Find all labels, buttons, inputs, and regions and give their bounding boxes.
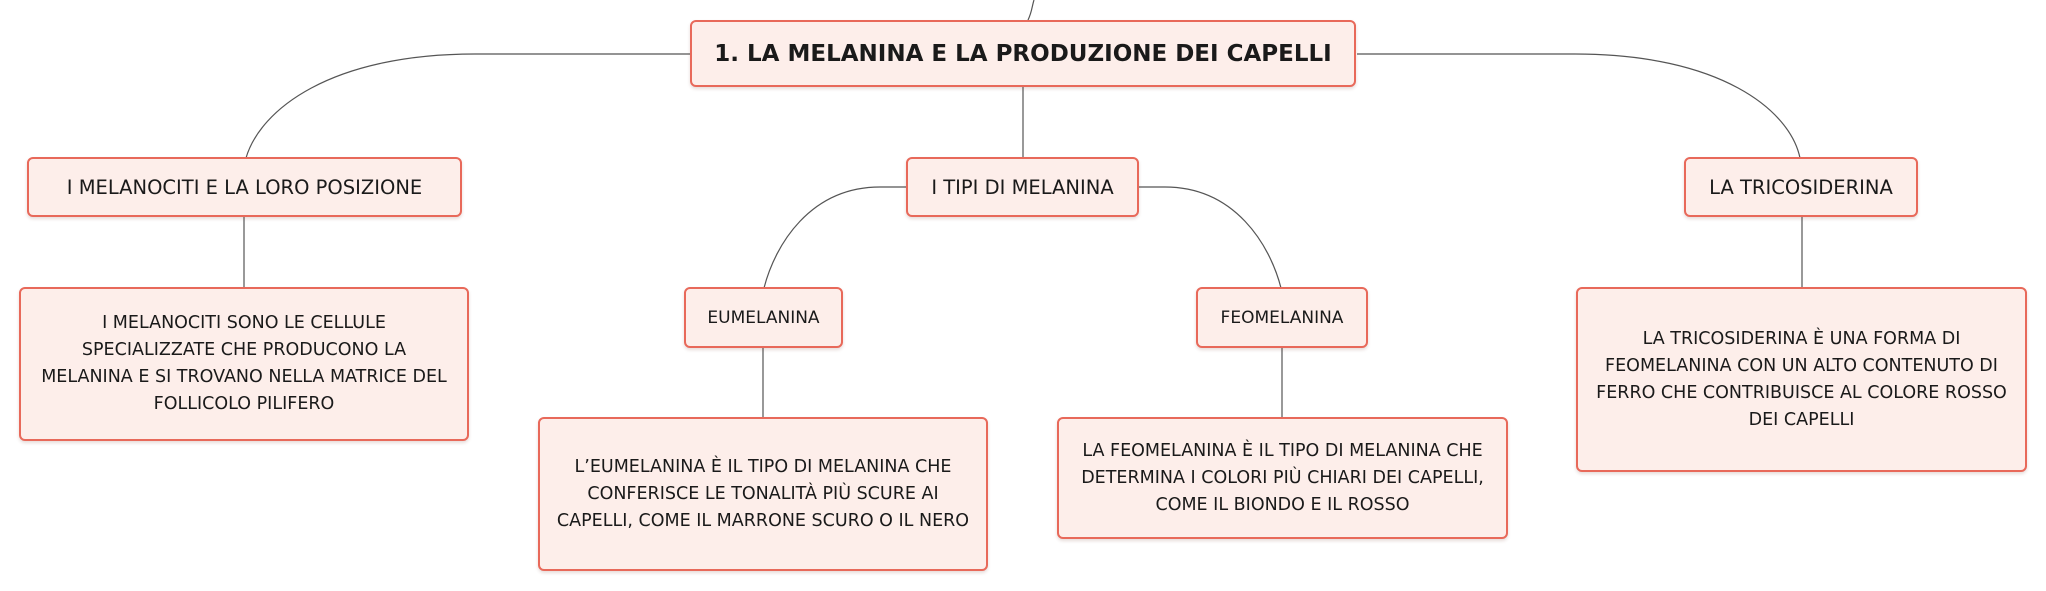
tricosiderina-description[interactable]: LA TRICOSIDERINA È UNA FORMA DI FEOMELAN… xyxy=(1576,287,2027,472)
topic-eumelanina[interactable]: EUMELANINA xyxy=(684,287,843,348)
connector-root-parent xyxy=(1027,0,1035,21)
tricosiderina-description-text: LA TRICOSIDERINA È UNA FORMA DI FEOMELAN… xyxy=(1596,328,2007,430)
topic-tricosiderina-label: LA TRICOSIDERINA xyxy=(1709,175,1893,199)
eumelanina-description-text: L’EUMELANINA È IL TIPO DI MELANINA CHE C… xyxy=(556,456,970,531)
melanociti-description[interactable]: I MELANOCITI SONO LE CELLULE SPECIALIZZA… xyxy=(19,287,469,441)
topic-melanociti-label: I MELANOCITI E LA LORO POSIZIONE xyxy=(66,175,423,199)
feomelanina-description-text: LA FEOMELANINA È IL TIPO DI MELANINA CHE… xyxy=(1081,440,1484,515)
feomelanina-description[interactable]: LA FEOMELANINA È IL TIPO DI MELANINA CHE… xyxy=(1057,417,1508,539)
eumelanina-description[interactable]: L’EUMELANINA È IL TIPO DI MELANINA CHE C… xyxy=(538,417,988,571)
connector-root-tricosiderina xyxy=(1357,53,1801,159)
melanociti-description-text: I MELANOCITI SONO LE CELLULE SPECIALIZZA… xyxy=(41,313,447,414)
topic-feomelanina-label: FEOMELANINA xyxy=(1220,307,1344,328)
topic-eumelanina-label: EUMELANINA xyxy=(707,307,820,328)
connector-tipi-eumelanina xyxy=(763,186,906,289)
topic-tricosiderina[interactable]: LA TRICOSIDERINA xyxy=(1684,157,1918,217)
topic-tipi-melanina[interactable]: I TIPI DI MELANINA xyxy=(906,157,1139,217)
topic-tipi-melanina-label: I TIPI DI MELANINA xyxy=(931,175,1114,199)
connector-tipi-feomelanina xyxy=(1138,186,1282,289)
root-topic-label: 1. LA MELANINA E LA PRODUZIONE DEI CAPEL… xyxy=(714,40,1332,67)
topic-melanociti[interactable]: I MELANOCITI E LA LORO POSIZIONE xyxy=(27,157,462,217)
connector-root-melanociti xyxy=(245,53,692,159)
root-topic[interactable]: 1. LA MELANINA E LA PRODUZIONE DEI CAPEL… xyxy=(690,20,1356,87)
topic-feomelanina[interactable]: FEOMELANINA xyxy=(1196,287,1368,348)
